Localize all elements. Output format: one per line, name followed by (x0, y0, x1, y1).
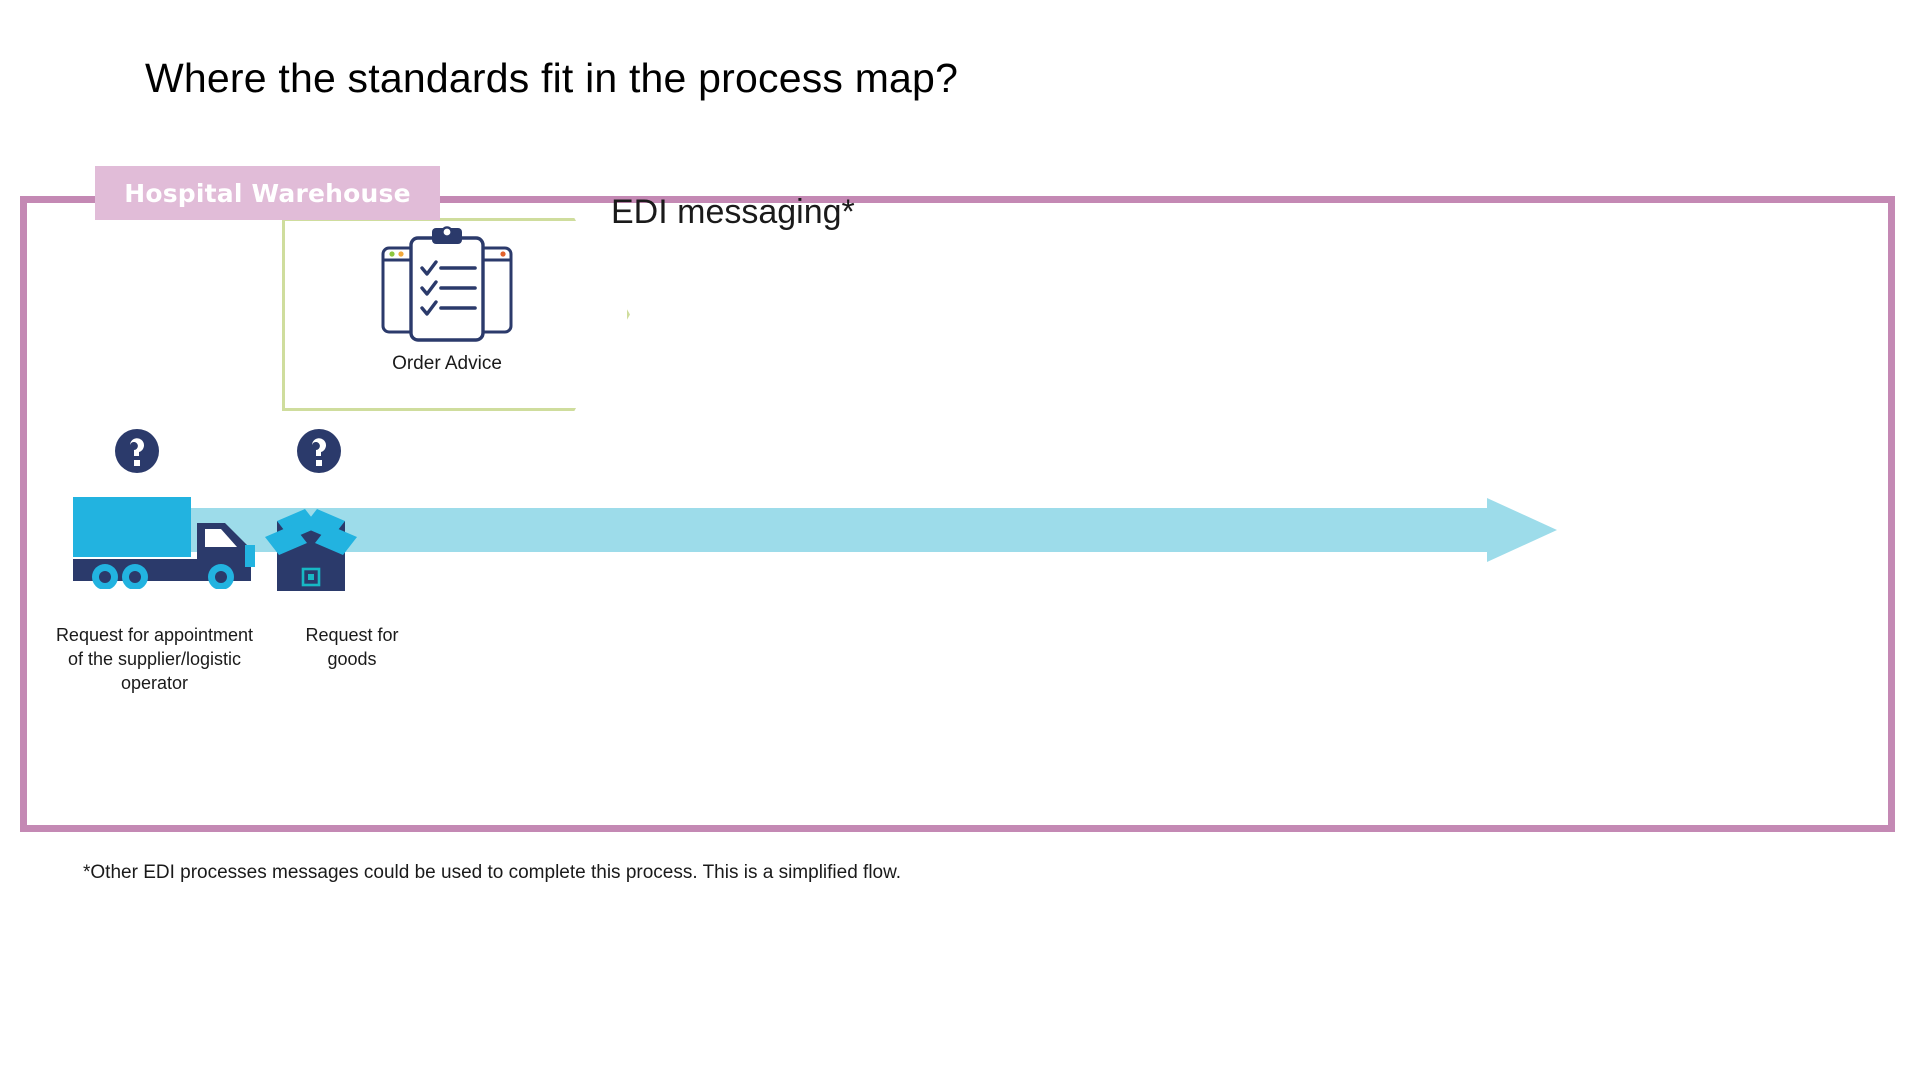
edi-messaging-heading: EDI messaging* (611, 193, 855, 231)
step-request-goods[interactable] (259, 429, 374, 594)
order-advice-step[interactable]: Order Advice (282, 218, 630, 411)
step-request-appointment[interactable] (69, 429, 269, 590)
clipboard-checklist-icon (377, 226, 517, 344)
lane-banner: Hospital Warehouse (95, 166, 440, 220)
order-advice-label: Order Advice (392, 353, 502, 374)
footnote-text: *Other EDI processes messages could be u… (83, 862, 902, 883)
process-flow-arrow (77, 498, 1557, 562)
page-title: Where the standards fit in the process m… (145, 55, 959, 101)
step-caption-request-goods: Request for goods (305, 625, 399, 669)
question-mark-badge (113, 427, 161, 479)
lane-banner-label: Hospital Warehouse (124, 178, 411, 208)
question-mark-badge (295, 427, 343, 479)
hospital-warehouse-lane: EDI messaging* (20, 193, 1895, 832)
step-caption-request-appointment: Request for appointment of the supplier/… (55, 625, 254, 693)
